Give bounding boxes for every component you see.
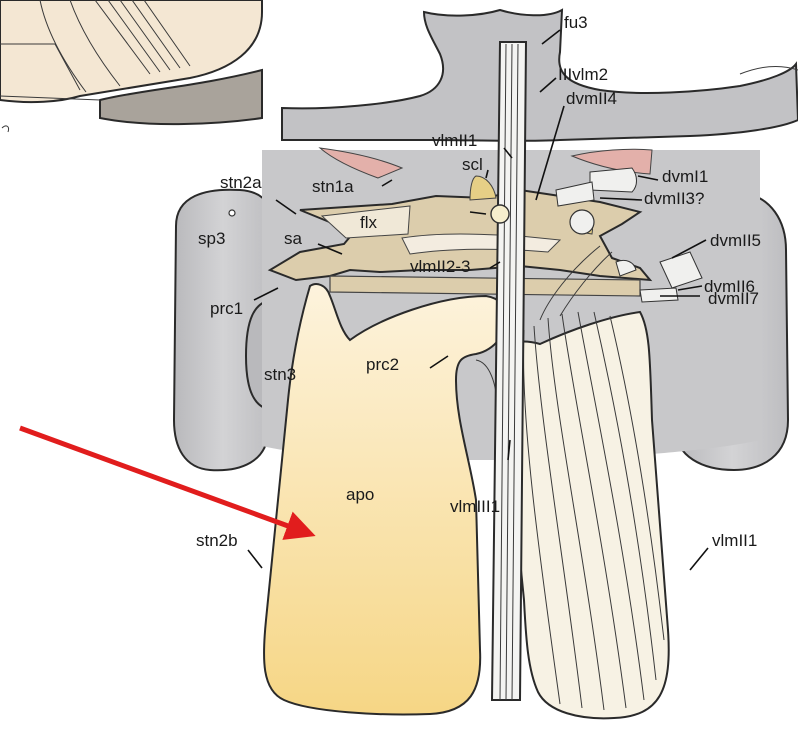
label-dvmI1: dvmI1: [662, 167, 708, 186]
label-vlmII1-bottom: vlmII1: [712, 531, 757, 550]
label-vlmIII1: vlmIII1: [450, 497, 500, 516]
central-pivot-circle: [491, 205, 509, 223]
label-stn2a: stn2a: [220, 173, 262, 192]
furca-fu3: [282, 10, 798, 141]
inset-detail: [0, 0, 262, 132]
label-prc1: prc1: [210, 299, 243, 318]
label-stn3: stn3: [264, 365, 296, 384]
label-stn1a: stn1a: [312, 177, 354, 196]
label-apo: apo: [346, 485, 374, 504]
label-flx: flx: [360, 213, 378, 232]
label-stn2b: stn2b: [196, 531, 238, 550]
label-dvmII4: dvmII4: [566, 89, 617, 108]
label-dvmII5: dvmII5: [710, 231, 761, 250]
label-fu3: fu3: [564, 13, 588, 32]
label-prc2: prc2: [366, 355, 399, 374]
label-sp3: sp3: [198, 229, 225, 248]
sp3-spiracle: [229, 210, 235, 216]
label-vlmII2-3: vlmII2-3: [410, 257, 470, 276]
label-dvmII3: dvmII3?: [644, 189, 704, 208]
label-sa: sa: [284, 229, 303, 248]
label-IIIvlm2: IIIvlm2: [558, 65, 608, 84]
label-dvmII7: dvmII7: [708, 289, 759, 308]
label-vlmII1-top: vlmII1: [432, 131, 477, 150]
label-scl: scl: [462, 155, 483, 174]
